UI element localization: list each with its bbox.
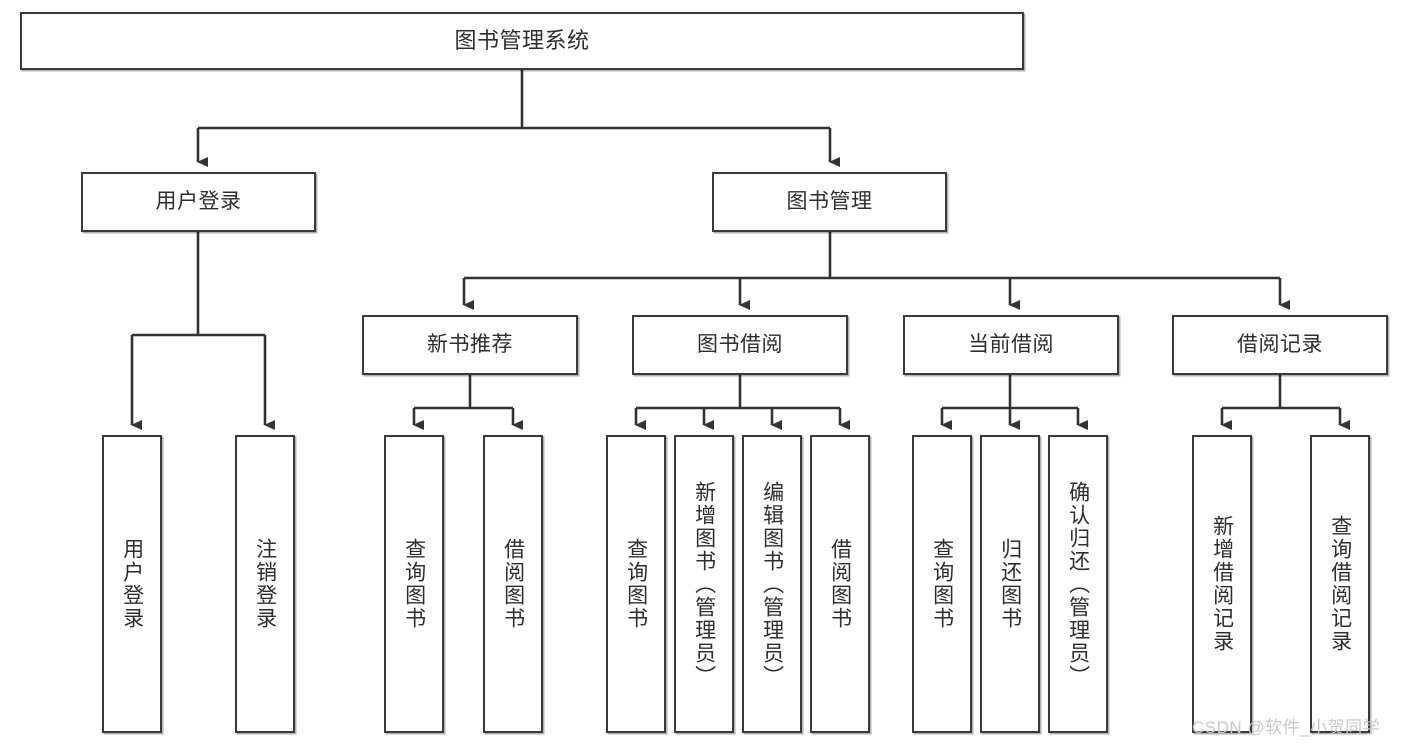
node-label: 查询图书 bbox=[402, 538, 426, 630]
leaf-user-login-login[interactable]: 用户登录 bbox=[102, 435, 162, 733]
leaf-new-book-query-book[interactable]: 查询图书 bbox=[384, 435, 444, 733]
node-label: 借阅图书 bbox=[501, 538, 525, 630]
leaf-book-borrow-add-book-admin[interactable]: 新增图书（管理员） bbox=[674, 435, 734, 733]
node-label: 归还图书 bbox=[998, 538, 1022, 630]
leaf-current-borrow-return-book[interactable]: 归还图书 bbox=[980, 435, 1040, 733]
node-label: 编辑图书（管理员） bbox=[760, 480, 784, 688]
leaf-book-borrow-edit-book-admin[interactable]: 编辑图书（管理员） bbox=[742, 435, 802, 733]
leaf-current-borrow-confirm-return-admin[interactable]: 确认归还（管理员） bbox=[1048, 435, 1108, 733]
node-label: 查询图书 bbox=[930, 538, 954, 630]
leaf-new-book-borrow-book[interactable]: 借阅图书 bbox=[483, 435, 543, 733]
node-user-login[interactable]: 用户登录 bbox=[81, 172, 316, 232]
node-label: 新书推荐 bbox=[427, 333, 513, 357]
node-label: 图书管理 bbox=[786, 190, 873, 214]
node-label: 新增借阅记录 bbox=[1210, 515, 1234, 653]
node-current-borrow[interactable]: 当前借阅 bbox=[903, 315, 1119, 375]
node-label: 注销登录 bbox=[253, 538, 277, 630]
node-book-borrow[interactable]: 图书借阅 bbox=[632, 315, 848, 375]
node-label: 查询图书 bbox=[624, 538, 648, 630]
node-label: 图书管理系统 bbox=[454, 27, 590, 53]
node-new-book-recommend[interactable]: 新书推荐 bbox=[362, 315, 578, 375]
leaf-user-login-logout[interactable]: 注销登录 bbox=[235, 435, 295, 733]
leaf-borrow-record-add-record[interactable]: 新增借阅记录 bbox=[1192, 435, 1252, 733]
node-label: 当前借阅 bbox=[968, 333, 1054, 357]
node-label: 借阅图书 bbox=[828, 538, 852, 630]
node-label: 新增图书（管理员） bbox=[692, 480, 716, 688]
csdn-watermark: CSDN @软件_小贺同学 bbox=[1192, 718, 1381, 737]
leaf-borrow-record-query-record[interactable]: 查询借阅记录 bbox=[1310, 435, 1370, 733]
leaf-current-borrow-query-book[interactable]: 查询图书 bbox=[912, 435, 972, 733]
node-label: 用户登录 bbox=[120, 538, 144, 630]
node-label: 查询借阅记录 bbox=[1328, 515, 1352, 653]
node-borrow-record[interactable]: 借阅记录 bbox=[1172, 315, 1388, 375]
leaf-book-borrow-borrow-book[interactable]: 借阅图书 bbox=[810, 435, 870, 733]
node-label: 图书借阅 bbox=[697, 333, 783, 357]
node-label: 确认归还（管理员） bbox=[1066, 480, 1090, 688]
leaf-book-borrow-query-book[interactable]: 查询图书 bbox=[606, 435, 666, 733]
node-book-management[interactable]: 图书管理 bbox=[712, 172, 947, 232]
node-root-book-management-system[interactable]: 图书管理系统 bbox=[20, 12, 1024, 70]
node-label: 借阅记录 bbox=[1237, 333, 1323, 357]
node-label: 用户登录 bbox=[155, 190, 242, 214]
